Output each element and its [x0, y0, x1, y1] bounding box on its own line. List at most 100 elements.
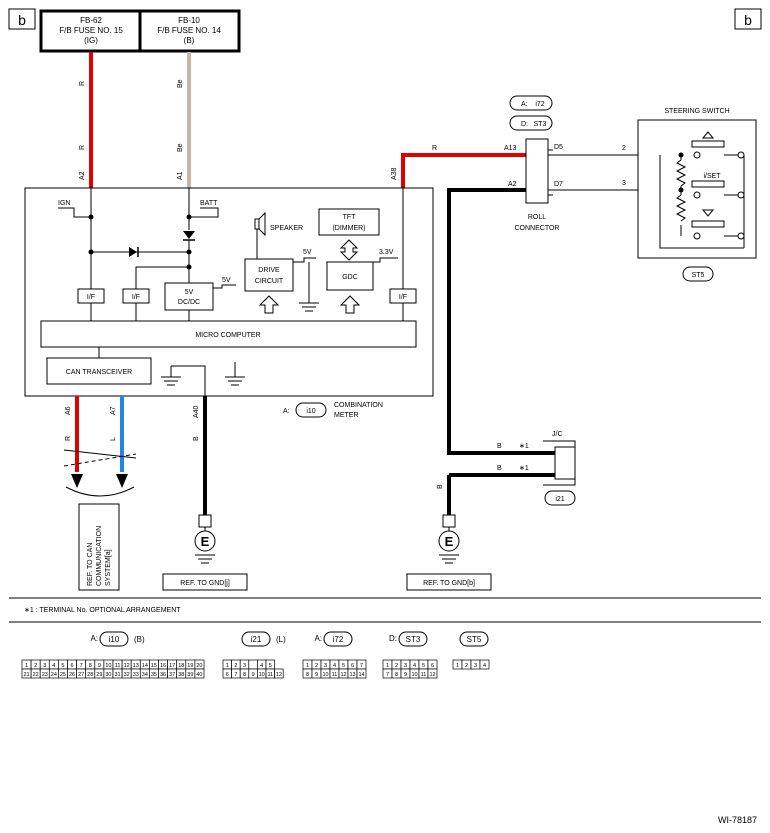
up-triangle-icon [701, 131, 715, 139]
pin-number: 3 [43, 663, 46, 669]
connector-suffix: (B) [134, 635, 145, 644]
ref-gnd-b-box [406, 573, 492, 591]
svg-text:A2: A2 [508, 181, 517, 188]
svg-text:IGN: IGN [58, 200, 70, 207]
svg-text:J/C: J/C [552, 431, 563, 438]
svg-text:3: 3 [622, 180, 626, 187]
arrow-up-gdc [339, 295, 361, 314]
ground-symbol-jc [438, 530, 460, 552]
pin-number: 1 [456, 663, 459, 669]
fuse-1-number: F/B FUSE NO. 15 [59, 26, 123, 35]
svg-text:REF. TO GND[j]: REF. TO GND[j] [180, 580, 230, 587]
svg-text:A40: A40 [193, 405, 200, 418]
svg-text:R: R [65, 436, 72, 441]
wire-red-roll [401, 153, 526, 188]
pin-number: 3 [404, 663, 407, 669]
fuse-2-number: F/B FUSE NO. 14 [157, 26, 221, 35]
arrow-updown-tft [339, 239, 359, 261]
pin-number: 6 [431, 663, 434, 669]
fuse-1-type: (IG) [84, 36, 98, 45]
pin-number: 20 [196, 663, 202, 669]
pin-cell [274, 668, 284, 679]
pin-number: 11 [267, 672, 273, 678]
svg-text:TFT: TFT [343, 214, 357, 221]
svg-text:ROLL: ROLL [528, 214, 546, 221]
pin-number: 29 [96, 672, 102, 678]
pin-number: 28 [87, 672, 93, 678]
pin-number: 31 [114, 672, 120, 678]
svg-text:∗1: ∗1 [519, 465, 529, 472]
corner-label-left: b [18, 12, 26, 28]
corner-label-right: b [744, 12, 752, 28]
pin-number: 7 [360, 663, 363, 669]
pin-number: 8 [89, 663, 92, 669]
ref-can-box [78, 503, 120, 591]
svg-text:Be: Be [177, 79, 184, 88]
pin-number: 5 [61, 663, 64, 669]
pin-number: 2 [34, 663, 37, 669]
svg-text:GDC: GDC [342, 274, 358, 281]
pin-cell [479, 659, 490, 670]
pin-number: 10 [322, 672, 328, 678]
ground-symbol-meter [194, 530, 216, 552]
diode-ign [129, 247, 137, 257]
pin-number: 8 [306, 672, 309, 678]
svg-text:SYSTEM[a]: SYSTEM[a] [105, 549, 112, 586]
resistor-2 [675, 194, 687, 222]
corner-label-right-box [734, 8, 762, 30]
pin-number: 1 [386, 663, 389, 669]
pin-number: 7 [386, 672, 389, 678]
pin-number: 9 [252, 672, 255, 678]
svg-text:5V: 5V [303, 249, 312, 256]
pin-number: 19 [187, 663, 193, 669]
svg-text:BATT: BATT [200, 200, 218, 207]
pin-number: 26 [69, 672, 75, 678]
svg-text:A38: A38 [391, 167, 398, 180]
svg-text:(DIMMER): (DIMMER) [332, 225, 365, 232]
pin-number: 12 [276, 672, 282, 678]
connector-id: ST5 [467, 635, 482, 644]
pin-number: 40 [196, 672, 202, 678]
svg-text:MICRO COMPUTER: MICRO COMPUTER [195, 332, 260, 339]
pin-number: 32 [124, 672, 130, 678]
svg-text:A:: A: [283, 408, 290, 415]
pin-number: 2 [315, 663, 318, 669]
svg-text:A1: A1 [177, 171, 184, 180]
fuse-2-type: (B) [184, 36, 195, 45]
pin-number: 11 [115, 663, 121, 669]
svg-text:A2: A2 [79, 171, 86, 180]
pin-number: 39 [187, 672, 193, 678]
pin-number: 9 [315, 672, 318, 678]
connector-id: i72 [333, 635, 344, 644]
down-triangle-icon [701, 209, 715, 217]
pin-number: 24 [51, 672, 57, 678]
svg-text:REF. TO CAN: REF. TO CAN [87, 543, 94, 586]
pin-number: 12 [124, 663, 130, 669]
svg-text:3.3V: 3.3V [379, 249, 394, 256]
document-id: WI-78187 [718, 815, 757, 825]
pin-number: 4 [260, 663, 263, 669]
svg-text:R: R [432, 145, 437, 152]
pin-number: 12 [429, 672, 435, 678]
micro-computer-box [40, 320, 417, 348]
pin-number: 4 [483, 663, 486, 669]
button-set [691, 180, 725, 188]
pin-number: 9 [404, 672, 407, 678]
connector-prefix: D: [389, 634, 397, 643]
svg-text:D:: D: [521, 121, 528, 128]
connector-suffix: (L) [276, 635, 286, 644]
pin-number: 33 [133, 672, 139, 678]
arrow-down-can-l [116, 474, 128, 488]
diode-batt [183, 231, 195, 239]
arrow-up-drive [258, 295, 280, 314]
svg-text:I/F: I/F [399, 294, 407, 301]
pin-number: 14 [142, 663, 148, 669]
svg-text:I/F: I/F [87, 294, 95, 301]
svg-text:R: R [79, 145, 86, 150]
pin-number: 3 [474, 663, 477, 669]
svg-text:i21: i21 [555, 496, 564, 503]
